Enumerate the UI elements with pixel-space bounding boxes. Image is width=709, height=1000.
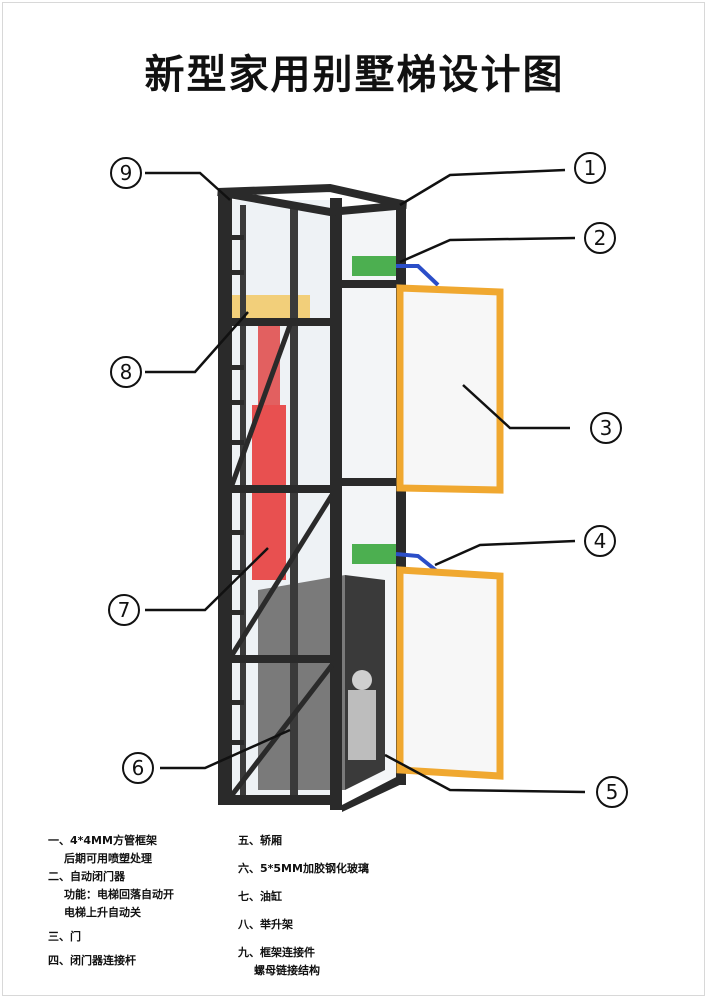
legend-item-1: 一、4*4MM方管框架: [48, 834, 157, 847]
callout-2: 2: [584, 222, 616, 254]
legend-item-2-sub1: 功能：电梯回落自动开: [64, 888, 174, 901]
legend-item-1-sub: 后期可用喷塑处理: [64, 852, 152, 865]
beam-lower: [218, 655, 342, 663]
legend-item-6: 六、5*5MM加胶钢化玻璃: [238, 862, 369, 875]
legend-left: 一、4*4MM方管框架 后期可用喷塑处理 二、自动闭门器 功能：电梯回落自动开 …: [48, 832, 174, 970]
brace-middle: [229, 493, 335, 657]
callout-8: 8: [110, 356, 142, 388]
closer-rod-upper: [396, 264, 440, 287]
beam-middle-right: [342, 478, 406, 486]
callout-5: 5: [596, 776, 628, 808]
frame-post-center: [330, 198, 342, 810]
callout-9: 9: [110, 157, 142, 189]
page-title: 新型家用别墅梯设计图: [144, 52, 565, 98]
legend-item-7: 七、油缸: [238, 890, 282, 903]
frame-post-left: [218, 195, 232, 805]
svg-text:5: 5: [606, 780, 619, 804]
frame-post-back: [290, 205, 298, 795]
svg-text:1: 1: [584, 156, 597, 180]
frame-rungs: [222, 235, 244, 745]
callout-6: 6: [122, 752, 154, 784]
callout-4: 4: [584, 525, 616, 557]
elevator-diagram: 1 2 3 4 5 6 7 8 9: [108, 152, 628, 812]
frame-post-back-left: [240, 205, 246, 795]
beam-bottom-right: [342, 772, 406, 812]
frame-post-right: [396, 205, 406, 785]
legend-right: 五、轿厢 六、5*5MM加胶钢化玻璃 七、油缸 八、举升架 九、框架连接件 螺母…: [238, 832, 369, 980]
svg-text:9: 9: [120, 161, 133, 185]
svg-text:3: 3: [600, 416, 613, 440]
legend-item-5: 五、轿厢: [238, 834, 282, 847]
svg-text:8: 8: [120, 360, 133, 384]
door-closer-upper: [352, 256, 396, 276]
legend-item-8: 八、举升架: [238, 918, 293, 931]
door-lower: [396, 566, 504, 780]
beam-bottom: [218, 795, 342, 805]
person-figure-head: [352, 670, 372, 690]
door-closer-lower: [352, 544, 396, 564]
callout-3: 3: [590, 412, 622, 444]
door-upper: [396, 284, 504, 494]
callout-lines: [145, 168, 586, 794]
beam-middle: [218, 485, 342, 493]
person-figure-body: [348, 690, 376, 760]
svg-text:4: 4: [594, 529, 607, 553]
legend-item-2-sub2: 电梯上升自动关: [64, 906, 141, 919]
svg-text:6: 6: [132, 756, 145, 780]
brace-lower: [230, 663, 334, 797]
legend-item-3: 三、门: [48, 930, 81, 943]
svg-text:7: 7: [118, 598, 131, 622]
legend-item-9-sub: 螺母链接结构: [254, 964, 320, 977]
beam-upper: [218, 318, 342, 326]
frame-top: [217, 183, 407, 217]
closer-rod-lower: [395, 552, 440, 574]
callout-7: 7: [108, 594, 140, 626]
legend-item-2: 二、自动闭门器: [48, 870, 125, 883]
callout-1: 1: [574, 152, 606, 184]
legend-item-4: 四、闭门器连接杆: [48, 954, 136, 967]
legend-item-9: 九、框架连接件: [238, 946, 315, 959]
cylinder-rod: [258, 318, 280, 408]
svg-text:2: 2: [594, 226, 607, 250]
beam-upper-right: [342, 280, 406, 288]
brace-upper: [229, 324, 293, 486]
